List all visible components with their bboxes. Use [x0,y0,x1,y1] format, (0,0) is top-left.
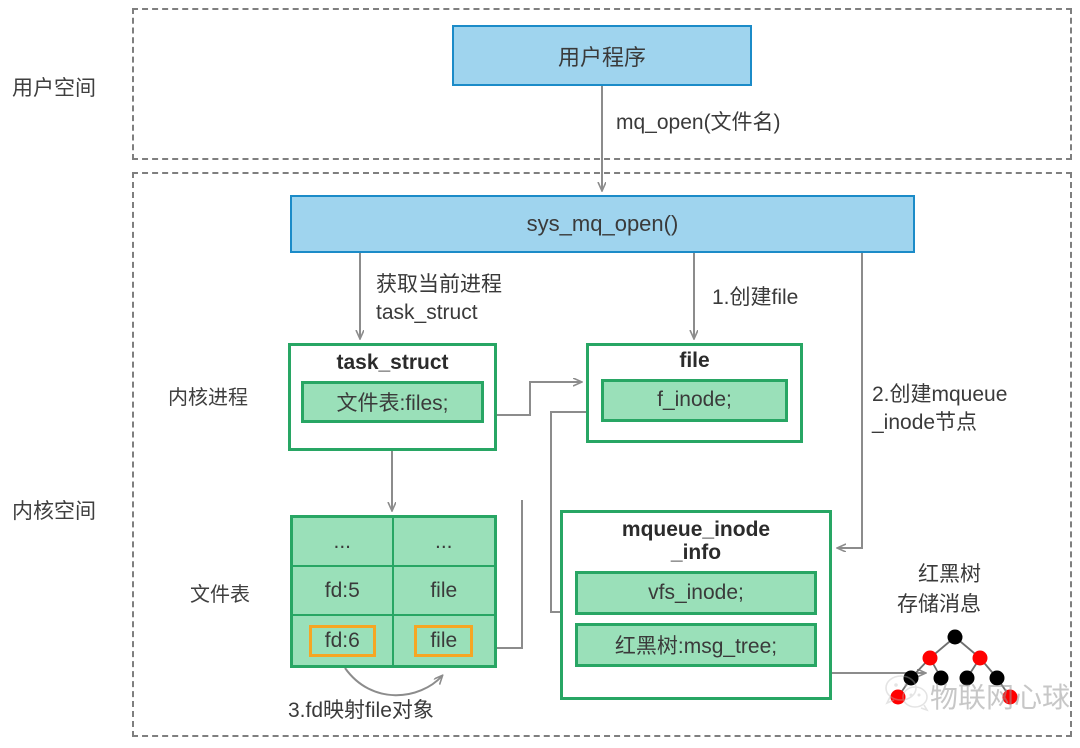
file-table-label: 文件表 [190,584,250,606]
sys-mq-open-box[interactable]: sys_mq_open() [290,195,915,253]
user-space-label: 用户空间 [12,77,96,100]
user-program-label: 用户程序 [557,44,646,70]
table-cell-fd-1[interactable]: fd:5 [293,567,394,616]
table-cell-fd-2[interactable]: fd:6 [293,616,394,665]
task-struct-box[interactable]: task_struct 文件表:files; [288,343,497,451]
edge-label-get-current-task-line1: 获取当前进程 [376,273,502,296]
file-table-grid[interactable]: ... ... fd:5 file fd:6 file [290,515,497,668]
file-box[interactable]: file f_inode; [586,343,803,443]
watermark-text: 物联网心球 [930,682,1071,713]
table-cell-file-0: ... [393,518,494,567]
table-cell-file-2-highlight: file [414,624,474,657]
kernel-space-label: 内核空间 [12,500,96,523]
edge-label-mq-open: mq_open(文件名) [616,111,781,134]
edge-label-step1: 1.创建file [712,286,799,309]
table-cell-file-1[interactable]: file [393,567,494,616]
rbtree-caption-line1: 红黑树 [918,563,981,586]
table-cell-file-2[interactable]: file [394,616,495,665]
table-cell-fd-0: ... [293,518,394,567]
msg-tree-field[interactable]: 红黑树:msg_tree; [575,623,817,668]
file-f-inode-field[interactable]: f_inode; [601,378,788,422]
vfs-inode-field[interactable]: vfs_inode; [575,571,817,616]
mqueue-inode-info-box[interactable]: mqueue_inode _info vfs_inode; 红黑树:msg_tr… [560,510,832,700]
task-struct-files-field[interactable]: 文件表:files; [301,380,484,423]
edge-label-get-current-task-line2: task_struct [376,301,478,324]
wechat-icon [885,675,929,712]
edge-label-step2-line2: _inode节点 [872,411,978,434]
edge-label-step2-line1: 2.创建mqueue [872,383,1008,406]
table-cell-fd-2-highlight: fd:6 [308,624,376,657]
rbtree-caption-line2: 存储消息 [897,593,981,616]
kernel-process-label: 内核进程 [168,387,248,409]
edge-label-step3: 3.fd映射file对象 [288,699,434,722]
file-title: file [679,349,710,372]
task-struct-title: task_struct [336,351,449,374]
user-program-box[interactable]: 用户程序 [452,25,752,86]
mqueue-inode-info-title-line2: _info [670,540,722,564]
mqueue-inode-info-title-line1: mqueue_inode [621,518,771,541]
sys-mq-open-label: sys_mq_open() [526,211,679,236]
